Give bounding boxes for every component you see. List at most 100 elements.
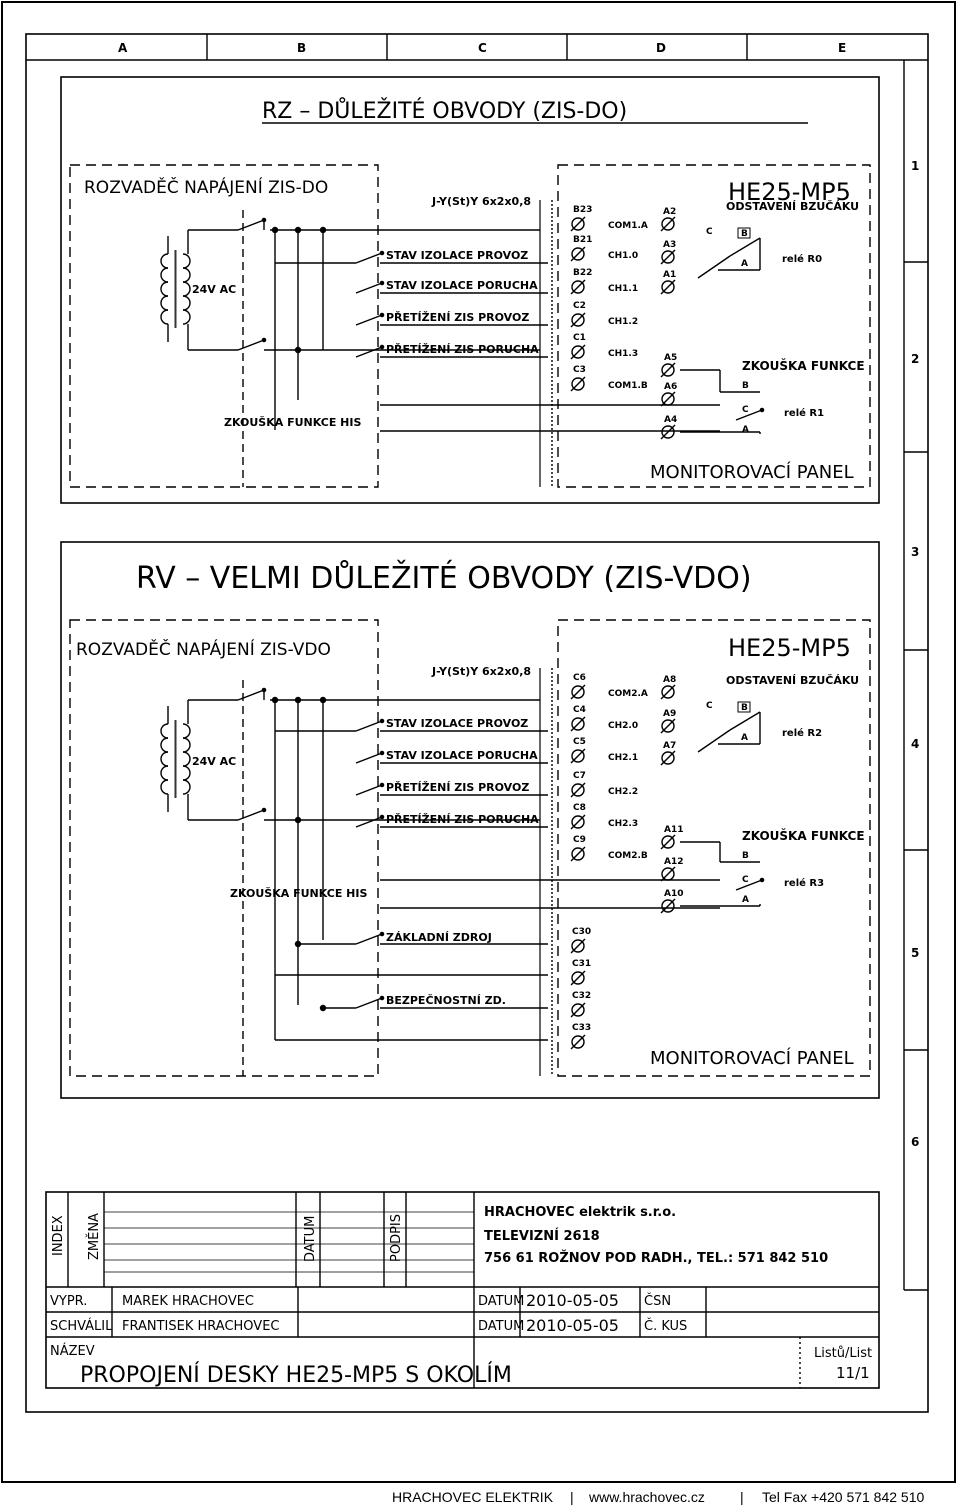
terminal-B21	[571, 247, 585, 261]
tb-header-change: ZMĚNA	[86, 1213, 102, 1260]
rv-wiring	[160, 668, 720, 1076]
date-label-1: DATUM	[478, 1294, 524, 1309]
relay-pin: C	[742, 405, 749, 415]
terminal-label: C1	[573, 333, 586, 343]
terminal-C3	[571, 377, 585, 391]
rz-voltage: 24V AC	[192, 283, 236, 296]
channel-label: CH2.2	[608, 787, 638, 797]
terminal-C9	[571, 847, 585, 861]
row-label: 2	[911, 352, 919, 366]
company-street: TELEVIZNÍ 2618	[484, 1228, 600, 1244]
test-label: ZKOUŠKA FUNKCE	[742, 358, 865, 373]
relay-terminal-label: A8	[663, 675, 676, 685]
relay-terminal-A5	[661, 363, 675, 377]
footer: HRACHOVEC ELEKTRIK | www.hrachovec.cz | …	[0, 1485, 960, 1511]
row-label: 1	[911, 159, 919, 173]
rv-right-box	[557, 619, 871, 1077]
relay-pin: A	[742, 895, 749, 905]
terminal-label: C33	[572, 1023, 591, 1033]
relay-terminal-label: A10	[664, 889, 684, 899]
terminal-label: C4	[573, 705, 586, 715]
relay-label: relé R2	[782, 727, 822, 739]
relay-pin: A	[741, 259, 748, 269]
buzzer-label: ODSTAVENÍ BZUČÁKU	[726, 674, 859, 687]
relay-pin: C	[706, 701, 713, 711]
relay-pin: C	[742, 875, 749, 885]
relay-pin: B	[742, 381, 749, 391]
sheet-label: Listů/List	[814, 1346, 872, 1361]
tb-header-index: INDEX	[51, 1215, 66, 1256]
name-label: NÁZEV	[50, 1343, 95, 1359]
column-label: A	[118, 41, 128, 55]
terminal-C1	[571, 345, 585, 359]
rz-right-box	[557, 164, 871, 488]
channel-label: COM2.B	[608, 851, 648, 861]
rz-wiring	[160, 200, 720, 487]
terminal-C30	[571, 939, 585, 953]
terminal-C31	[571, 971, 585, 985]
rv-voltage: 24V AC	[192, 755, 236, 768]
signal-label: STAV IZOLACE PORUCHA	[386, 749, 538, 762]
relay-pin: A	[742, 425, 749, 435]
relay-terminal-label: A2	[663, 207, 676, 217]
footer-separator: |	[570, 1489, 574, 1505]
channel-label: COM2.A	[608, 689, 648, 699]
terminal-B23	[571, 217, 585, 231]
csn-label: ČSN	[644, 1293, 671, 1309]
channel-label: COM1.B	[608, 381, 648, 391]
rv-test-label: ZKOUŠKA FUNKCE HIS	[230, 887, 367, 900]
channel-label: COM1.A	[608, 221, 648, 231]
relay-label: relé R1	[784, 407, 824, 419]
rv-extra-signal-2: BEZPEČNOSTNÍ ZD.	[386, 994, 506, 1007]
relay-terminal-label: A3	[663, 240, 676, 250]
relay-terminal-label: A7	[663, 741, 676, 751]
tb-header-date: DATUM	[303, 1216, 318, 1262]
drawn-label: VYPR.	[50, 1294, 87, 1309]
relay-terminal-A2	[661, 217, 675, 231]
terminal-C7	[571, 783, 585, 797]
rz-title: RZ – DŮLEŽITÉ OBVODY (ZIS-DO)	[262, 97, 627, 124]
date-1: 2010-05-05	[526, 1291, 619, 1310]
terminal-C32	[571, 1003, 585, 1017]
relay-label: relé R3	[784, 877, 824, 889]
signal-label: STAV IZOLACE PORUCHA	[386, 279, 538, 292]
relay-label: relé R0	[782, 253, 822, 265]
relay-terminal-label: A9	[663, 709, 676, 719]
relay-terminal-A4	[661, 425, 675, 439]
inner-frame	[25, 33, 929, 1413]
relay-terminal-A3	[661, 250, 675, 264]
channel-label: CH1.1	[608, 284, 638, 294]
rz-terminals: B23COM1.AB21CH1.0B22CH1.1C2CH1.2C1CH1.3C…	[570, 205, 648, 392]
relay-pin: B	[741, 229, 748, 239]
column-label: D	[656, 41, 666, 55]
channel-label: CH2.0	[608, 721, 638, 731]
terminal-label: B23	[573, 205, 592, 215]
rv-left-box-title: ROZVADĚČ NAPÁJENÍ ZIS-VDO	[76, 638, 331, 660]
channel-label: CH2.1	[608, 753, 638, 763]
footer-separator: |	[740, 1489, 744, 1505]
rz-left-box	[69, 164, 379, 488]
row-label: 6	[911, 1135, 919, 1149]
rz-left-box-title: ROZVADĚČ NAPÁJENÍ ZIS-DO	[84, 176, 328, 198]
footer-web[interactable]: www.hrachovec.cz	[589, 1489, 705, 1505]
relay-terminal-A1	[661, 280, 675, 294]
relay-terminal-A12	[661, 867, 675, 881]
column-label: B	[297, 41, 306, 55]
relay-terminal-A10	[661, 899, 675, 913]
drawn-by: MAREK HRACHOVEC	[122, 1294, 254, 1309]
rv-cable: J-Y(St)Y 6x2x0,8	[431, 665, 531, 678]
relay-terminal-label: A5	[664, 353, 677, 363]
relay-terminal-A7	[661, 751, 675, 765]
rz-cable: J-Y(St)Y 6x2x0,8	[431, 195, 531, 208]
terminal-label: C5	[573, 737, 586, 747]
relay-pin: C	[706, 227, 713, 237]
relay-terminal-A8	[661, 685, 675, 699]
row-label: 4	[911, 737, 919, 751]
date-2: 2010-05-05	[526, 1316, 619, 1335]
channel-label: CH1.2	[608, 317, 638, 327]
test-label: ZKOUŠKA FUNKCE	[742, 828, 865, 843]
